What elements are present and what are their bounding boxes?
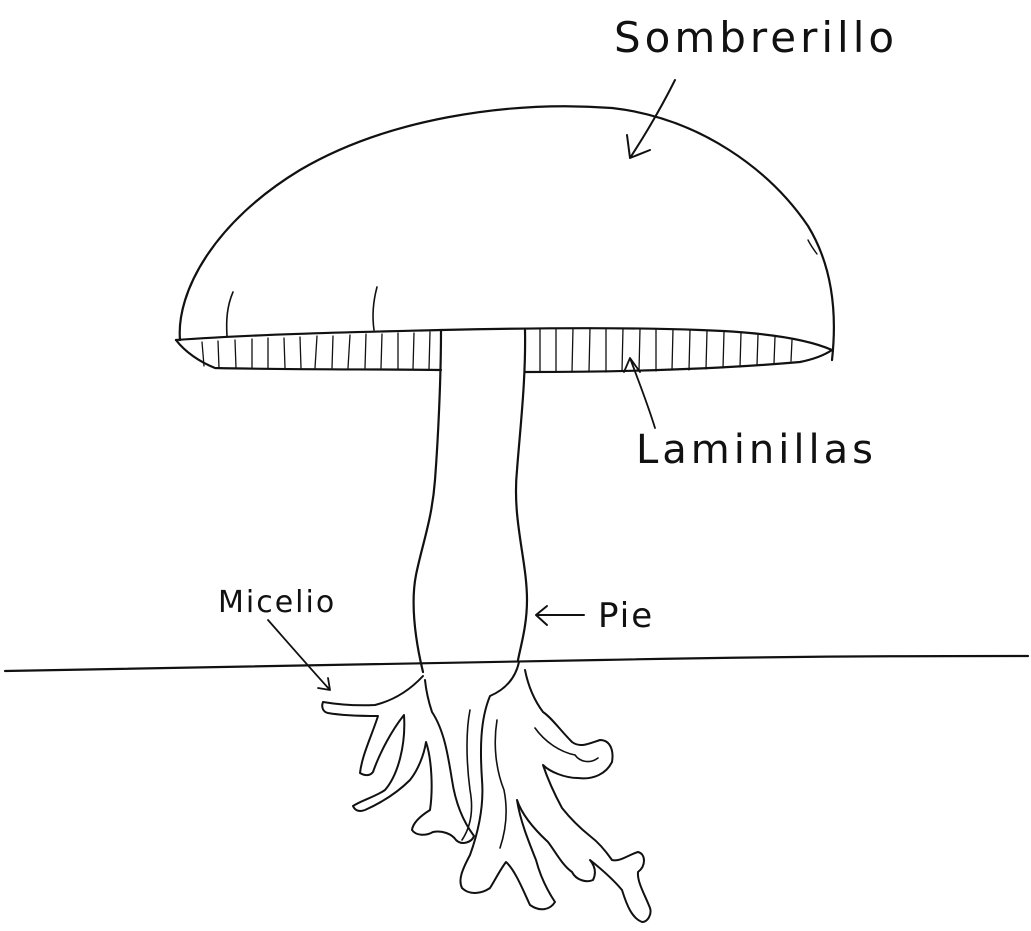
stem-left-edge [414,330,441,672]
stem-label: Pie [598,596,654,636]
mycelium [322,662,650,922]
mycelium-arrow [268,620,330,690]
cap-outline [180,106,834,360]
cap-streak-middle [373,287,377,330]
gills [176,328,832,372]
mycelium-label: Micelio [218,585,336,620]
cap-streak-left [227,292,233,336]
cap-label: Sombrerillo [614,13,898,62]
gills-label: Laminillas [636,427,877,473]
stem-arrow [536,606,584,625]
cap-arrow [627,80,675,158]
stem-right-edge [516,330,527,660]
